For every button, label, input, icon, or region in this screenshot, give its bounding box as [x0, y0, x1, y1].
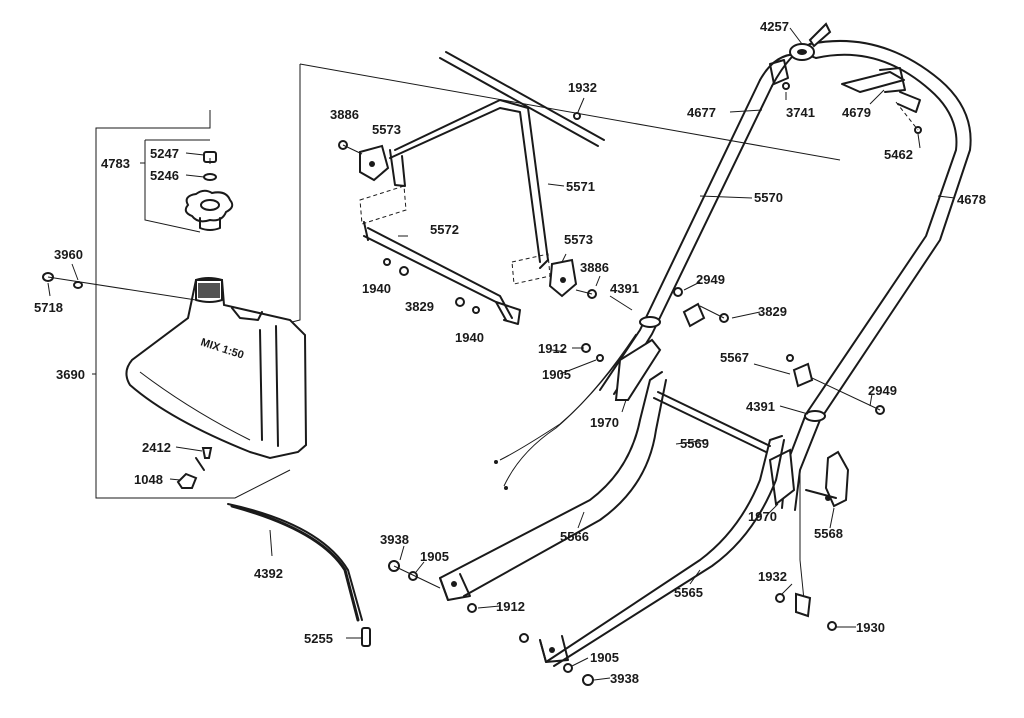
label-1912-mid: 1912: [538, 341, 567, 356]
leader-lines: [47, 27, 956, 681]
label-1912-left: 1912: [496, 599, 525, 614]
label-3938-left: 3938: [380, 532, 409, 547]
drain-2412: [201, 447, 213, 459]
label-1970-right: 1970: [748, 509, 777, 524]
handle-assembly: [494, 22, 972, 631]
label-3960: 3960: [54, 247, 83, 262]
label-4783: 4783: [101, 156, 130, 171]
nut-3829-b: [455, 297, 465, 307]
clamp-1048: [176, 472, 198, 489]
label-1905-right: 1905: [590, 650, 619, 665]
label-5247: 5247: [150, 146, 179, 161]
screw-1930: [827, 621, 837, 631]
label-2412: 2412: [142, 440, 171, 455]
washer-1912-left: [467, 603, 477, 613]
throttle-lever-4679: [841, 71, 905, 93]
label-1905-left: 1905: [420, 549, 449, 564]
label-2949-right: 2949: [868, 383, 897, 398]
clamp-1970-left: [614, 338, 662, 401]
label-5573-top: 5573: [372, 122, 401, 137]
nut-1912-lower: [519, 633, 529, 643]
nut-3829-a: [399, 266, 409, 276]
label-4677: 4677: [687, 105, 716, 120]
washer-3960: [73, 281, 83, 289]
label-4257: 4257: [760, 19, 789, 34]
label-5566: 5566: [560, 529, 589, 544]
bolt-3938-right: [582, 674, 594, 686]
label-1905-mid: 1905: [542, 367, 571, 382]
fuel-hose-4392: [230, 504, 360, 622]
filter-5255: [361, 627, 371, 647]
label-1048: 1048: [134, 472, 163, 487]
label-3938-right: 3938: [610, 671, 639, 686]
label-5571: 5571: [566, 179, 595, 194]
label-5718: 5718: [34, 300, 63, 315]
label-3690: 3690: [56, 367, 85, 382]
label-1932-top: 1932: [568, 80, 597, 95]
label-4391-left: 4391: [610, 281, 639, 296]
washer-1932-top: [573, 112, 581, 120]
clamp-4391-right: [804, 410, 826, 422]
label-3886-top: 3886: [330, 107, 359, 122]
label-4679: 4679: [842, 105, 871, 120]
fuel-tank: MIX 1:50: [125, 277, 308, 460]
clamp-4391-left: [639, 316, 661, 328]
label-5462: 5462: [884, 147, 913, 162]
label-5568: 5568: [814, 526, 843, 541]
bracket-5573-top: [359, 144, 390, 182]
tube-5570: [599, 79, 773, 395]
arm-5565: [539, 435, 785, 667]
label-5572: 5572: [430, 222, 459, 237]
rod-5569: [653, 391, 771, 453]
washer-1905-right: [563, 663, 573, 673]
lever-5568: [805, 450, 850, 508]
cross-brace-assembly: [338, 51, 605, 325]
label-2949-left: 2949: [696, 272, 725, 287]
label-3741: 3741: [786, 105, 815, 120]
label-5573-bottom: 5573: [564, 232, 593, 247]
label-4392: 4392: [254, 566, 283, 581]
nut-3829-lower: [786, 354, 794, 362]
rod-5571: [439, 51, 605, 147]
bolt-2949-left: [673, 287, 683, 297]
label-1930: 1930: [856, 620, 885, 635]
arm-5566: [439, 371, 667, 601]
label-5569: 5569: [680, 436, 709, 451]
label-5565: 5565: [674, 585, 703, 600]
washer-5246: [203, 173, 217, 181]
washer-1940-b: [472, 306, 480, 314]
label-1970-left: 1970: [590, 415, 619, 430]
knob-5567-left: [682, 302, 706, 328]
bracket-5573-bottom: [548, 258, 578, 298]
screw-3741: [782, 82, 790, 90]
label-4678: 4678: [957, 192, 986, 207]
label-1940-left: 1940: [362, 281, 391, 296]
label-3829-right: 3829: [758, 304, 787, 319]
lower-frame: [388, 371, 785, 686]
fuel-cap: [184, 189, 234, 231]
tube-4678: [781, 39, 972, 511]
clamp-1970-right: [768, 448, 796, 506]
label-5570: 5570: [754, 190, 783, 205]
label-3886-bottom: 3886: [580, 260, 609, 275]
label-1940-right: 1940: [455, 330, 484, 345]
washer-1932-bottom: [775, 593, 785, 603]
washer-1940-a: [383, 258, 391, 266]
label-5246: 5246: [150, 168, 179, 183]
control-knob-4257: [789, 22, 832, 61]
label-1932-bottom: 1932: [758, 569, 787, 584]
fuel-tank-assembly: MIX 1:50: [42, 63, 841, 647]
label-5567: 5567: [720, 350, 749, 365]
part-labels: 4257 4677 3741 4679 5462 4678 5570 1932 …: [34, 19, 986, 686]
label-5255: 5255: [304, 631, 333, 646]
label-4391-right: 4391: [746, 399, 775, 414]
washer-1905-mid: [596, 354, 604, 362]
label-3829-left: 3829: [405, 299, 434, 314]
knob-5567-right: [792, 362, 814, 388]
